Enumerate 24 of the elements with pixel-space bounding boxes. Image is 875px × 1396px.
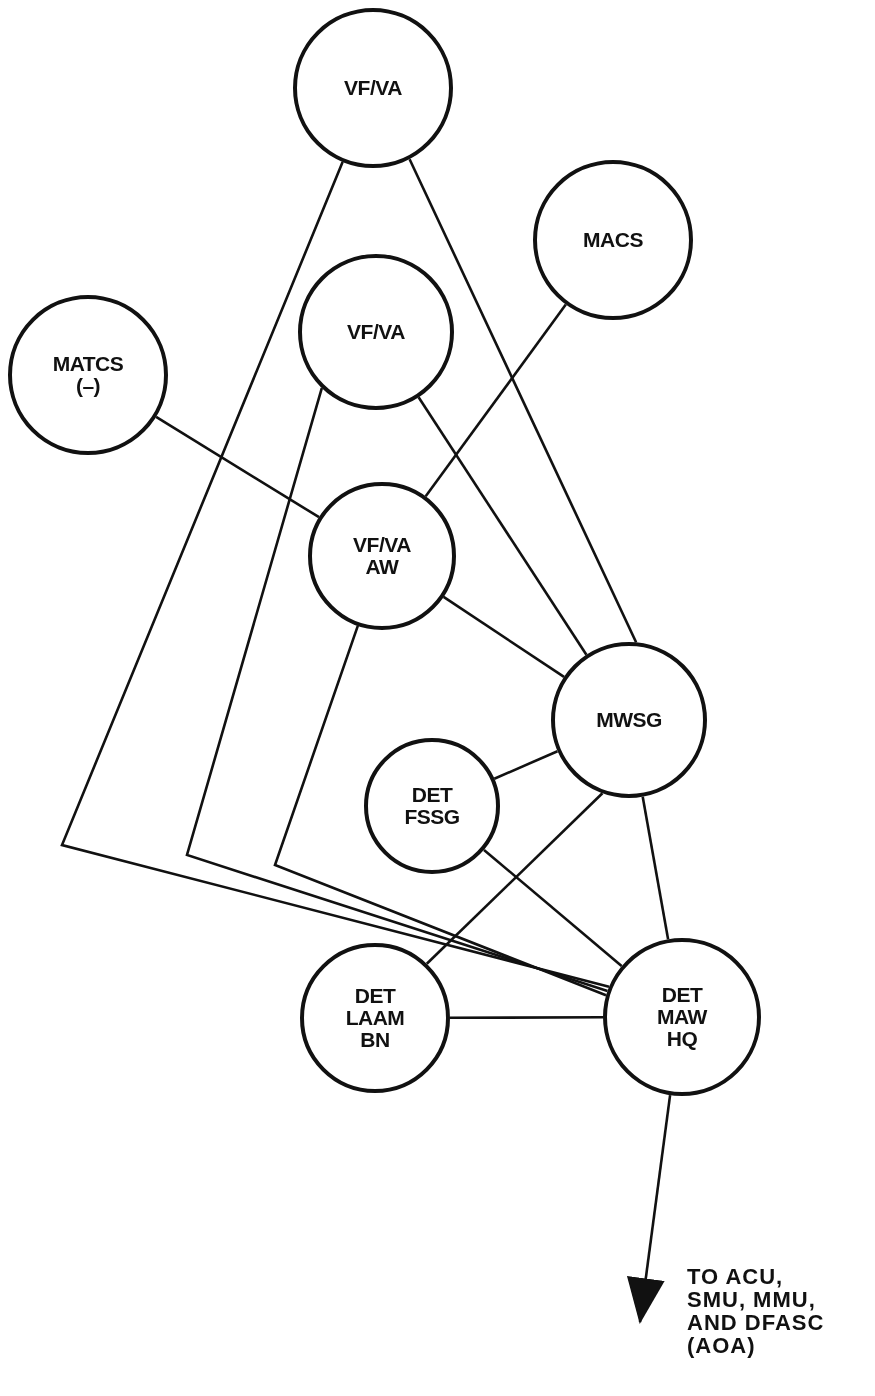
connector-line <box>424 303 567 498</box>
arrow <box>626 1094 672 1324</box>
unit-label: DET MAW HQ <box>656 983 709 1051</box>
unit-label: DET FSSG <box>403 783 461 829</box>
unit-label: VF/VA <box>346 320 406 343</box>
connector-line <box>417 396 588 656</box>
connector-line <box>450 1016 603 1020</box>
connector-line <box>425 792 604 965</box>
connector-line <box>185 387 608 993</box>
destination-note: TO ACU, SMU, MMU, AND DFASC (AOA) <box>687 1265 826 1361</box>
connector-line <box>408 158 638 643</box>
connector-line <box>60 161 610 988</box>
connector-line <box>641 796 670 940</box>
unit-label: DET LAAM BN <box>344 984 406 1052</box>
connector-line <box>442 595 565 678</box>
unit-label: MWSG <box>595 708 663 731</box>
unit-label: MACS <box>582 228 644 251</box>
unit-label: MATCS (–) <box>51 352 125 398</box>
connector-line <box>483 848 623 967</box>
unit-label: VF/VA AW <box>352 533 412 579</box>
connector-line <box>155 415 320 519</box>
connector-line <box>273 625 607 997</box>
connector-line <box>493 750 558 780</box>
unit-label: VF/VA <box>343 76 403 99</box>
